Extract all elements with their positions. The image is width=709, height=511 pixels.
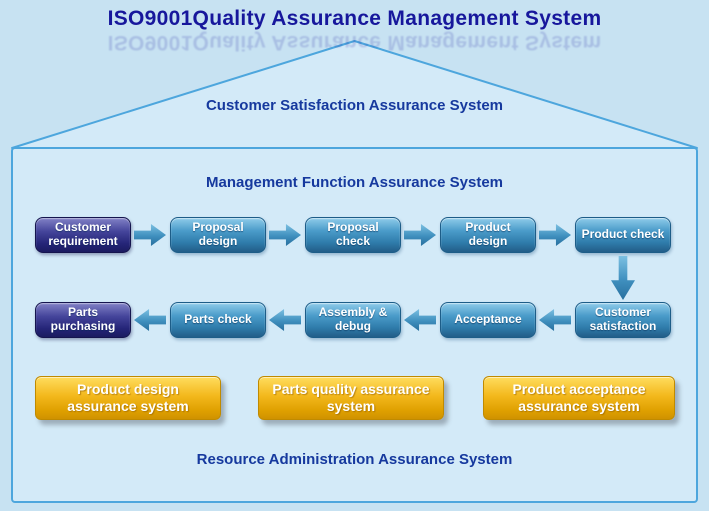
flow-box-assembly-debug: Assembly & debug <box>305 302 401 338</box>
assurance-box-product-acceptance: Product acceptance assurance system <box>483 376 675 420</box>
management-section-label: Management Function Assurance System <box>205 174 504 191</box>
assurance-box-parts-quality: Parts quality assurance system <box>258 376 444 420</box>
flow-box-proposal-check: Proposal check <box>305 217 401 253</box>
assurance-box-product-design: Product design assurance system <box>35 376 221 420</box>
flow-box-acceptance: Acceptance <box>440 302 536 338</box>
roof-section-label: Customer Satisfaction Assurance System <box>205 97 504 114</box>
flow-box-proposal-design: Proposal design <box>170 217 266 253</box>
resource-section-label: Resource Administration Assurance System <box>196 451 513 468</box>
flow-box-product-design: Product design <box>440 217 536 253</box>
diagram-title-reflection: ISO9001Quality Assurance Management Syst… <box>107 31 602 54</box>
flow-box-customer-requirement: Customer requirement <box>35 217 131 253</box>
flow-box-parts-purchasing: Parts purchasing <box>35 302 131 338</box>
flow-box-parts-check: Parts check <box>170 302 266 338</box>
flow-box-customer-satisfaction: Customer satisfaction <box>575 302 671 338</box>
diagram-title: ISO9001Quality Assurance Management Syst… <box>107 7 602 30</box>
house-roof-triangle <box>11 40 698 149</box>
flow-box-product-check: Product check <box>575 217 671 253</box>
